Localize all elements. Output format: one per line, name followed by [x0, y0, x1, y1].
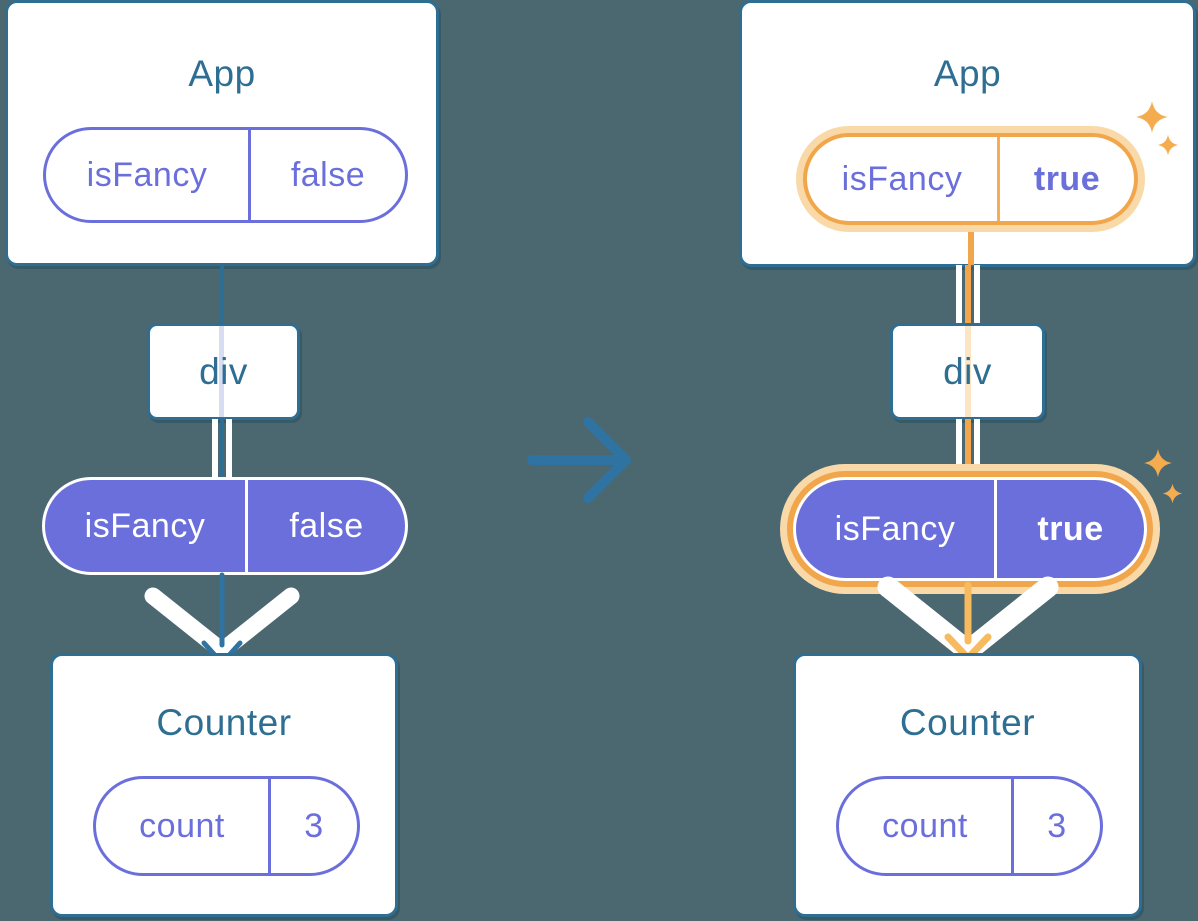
pill-divider	[245, 480, 248, 572]
prop-name: isFancy	[834, 509, 956, 548]
pill-divider	[268, 779, 271, 873]
prop-value: false	[290, 155, 366, 194]
app-title: App	[188, 53, 256, 94]
counter-title: Counter	[156, 702, 292, 743]
connector-prop-line	[220, 419, 224, 479]
app-card: App isFancy true	[739, 0, 1196, 267]
pill-divider	[994, 480, 997, 578]
prop-flow-stripe	[965, 326, 971, 417]
connector-white-line	[956, 419, 962, 467]
prop-name: isFancy	[86, 155, 208, 194]
connector-app-to-div	[220, 264, 224, 324]
counter-title: Counter	[899, 702, 1036, 743]
state-value: 3	[1047, 806, 1067, 845]
connector-prop-line	[965, 265, 971, 323]
div-title: div	[943, 350, 992, 392]
connector-white-line	[226, 419, 232, 479]
connector-prop-line	[965, 419, 971, 467]
passed-prop-pill-highlighted: isFancy true	[793, 477, 1147, 581]
connector-white-line	[974, 265, 980, 323]
app-prop-pill-highlighted: isFancy true	[803, 133, 1138, 225]
counter-card: Counter count 3	[50, 653, 398, 917]
connector-white-line	[974, 419, 980, 467]
connector-white-line	[956, 265, 962, 323]
prop-value: true	[1033, 159, 1101, 198]
prop-value: false	[289, 506, 364, 545]
state-pill: count 3	[93, 776, 360, 876]
sparkle-icon	[1157, 134, 1179, 156]
pill-divider	[1011, 779, 1014, 873]
prop-name: isFancy	[841, 159, 963, 198]
white-chevron-icon	[144, 587, 300, 660]
passed-prop-pill: isFancy false	[42, 477, 408, 575]
pill-divider	[997, 137, 1000, 221]
prop-name: isFancy	[84, 506, 206, 545]
div-title: div	[199, 350, 248, 392]
sparkle-icon	[1136, 101, 1168, 133]
div-card: div	[890, 323, 1045, 420]
sparkle-icon	[1162, 483, 1183, 504]
pill-divider	[248, 130, 251, 220]
counter-card: Counter count 3	[793, 653, 1142, 917]
connector-white-line	[212, 419, 218, 479]
app-prop-pill: isFancy false	[43, 127, 408, 223]
prop-value: true	[1037, 509, 1104, 548]
state-pill: count 3	[836, 776, 1103, 876]
state-value: 3	[304, 806, 324, 845]
right-arrow-icon	[527, 417, 631, 503]
state-name: count	[139, 806, 225, 845]
prop-flow-line	[968, 227, 974, 265]
app-title: App	[933, 53, 1002, 94]
app-card: App isFancy false	[5, 0, 439, 266]
sparkle-icon	[1143, 448, 1173, 478]
state-name: count	[882, 806, 968, 845]
white-chevron-icon	[877, 576, 1059, 662]
div-card: div	[147, 323, 300, 420]
prop-flow-stripe	[219, 326, 224, 417]
